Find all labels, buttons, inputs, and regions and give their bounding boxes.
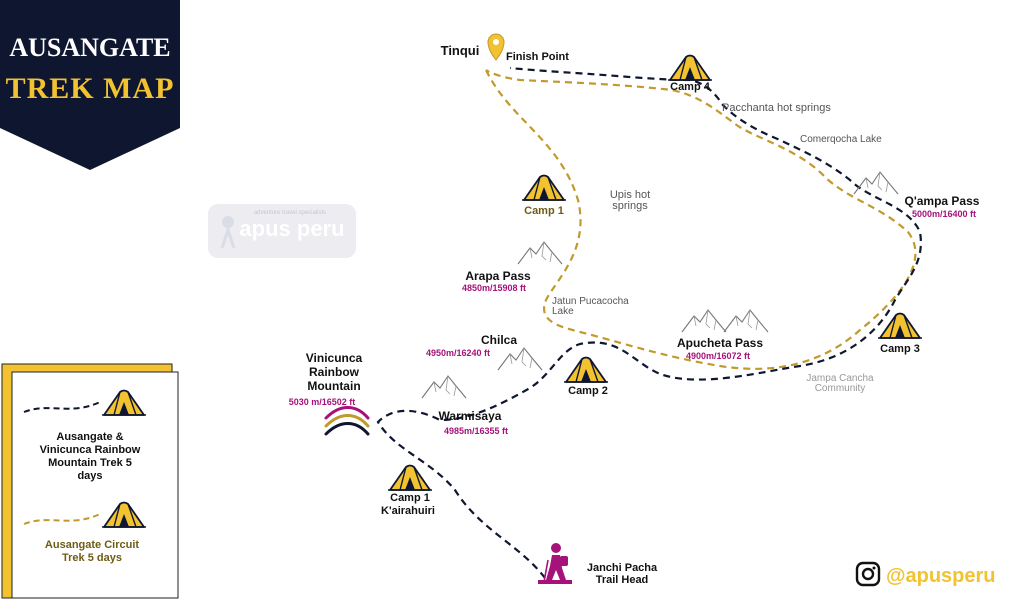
instagram-icon: [855, 561, 881, 587]
label-arapa-pass: Arapa Pass: [465, 269, 531, 283]
label-vinicunca-3: Mountain: [307, 379, 360, 393]
watermark-tagline: adventure travel specialists: [254, 210, 326, 216]
legend-black-3: Mountain Trek 5: [48, 457, 132, 469]
label-camp1-circuit: Camp 1: [524, 205, 564, 217]
label-jampa-2: Community: [815, 383, 866, 394]
social-handle[interactable]: @apusperu: [855, 561, 996, 587]
label-camp4: Camp 4: [670, 81, 711, 93]
tent-icon-camp3: [877, 312, 923, 339]
legend-gold-2: Trek 5 days: [62, 552, 122, 564]
label-chilca-altitude: 4950m/16240 ft: [426, 348, 490, 358]
hiker-icon: [538, 543, 572, 584]
label-apucheta-altitude: 4900m/16072 ft: [686, 351, 750, 361]
tent-icon-camp1: [387, 464, 433, 491]
mountain-icon-apucheta-1: [681, 309, 727, 333]
mountain-icon-arapa: [517, 241, 563, 265]
label-janchi-2: Trail Head: [596, 574, 649, 586]
watermark-logo: adventure travel specialists apus peru: [208, 204, 356, 258]
label-chilca: Chilca: [481, 333, 517, 347]
label-kairahuiri: K'airahuiri: [381, 505, 435, 517]
label-finish-point: Finish Point: [506, 51, 569, 63]
label-vinicunca-1: Vinicunca: [306, 351, 363, 365]
instagram-handle[interactable]: @apusperu: [886, 565, 996, 587]
route-ausangate-circuit: [485, 69, 917, 370]
title-line-2: TREK MAP: [6, 72, 175, 105]
label-apucheta-pass: Apucheta Pass: [677, 336, 763, 350]
label-jatun-1: Jatun Pucacocha: [552, 296, 629, 307]
label-jampa-1: Jampa Cancha: [806, 373, 874, 384]
legend-gold-1: Ausangate Circuit: [45, 539, 139, 551]
label-camp2: Camp 2: [568, 385, 608, 397]
route-ausangate-vinicunca: [376, 66, 922, 579]
tent-icon-camp4: [667, 54, 713, 81]
mountain-icon-warmisaya: [421, 375, 467, 399]
title-line-1: AUSANGATE: [9, 33, 170, 62]
label-pacchanta: Pacchanta hot springs: [722, 102, 831, 114]
legend: Ausangate & Vinicunca Rainbow Mountain T…: [1, 363, 179, 599]
mountain-icon-qampa: [853, 171, 899, 195]
label-camp1: Camp 1: [390, 492, 430, 504]
label-warmisaya: Warmisaya: [439, 409, 502, 423]
legend-black-4: days: [77, 470, 102, 482]
legend-black-1: Ausangate &: [56, 431, 123, 443]
label-janchi-1: Janchi Pacha: [587, 562, 658, 574]
tent-icon-camp1-circuit: [521, 174, 567, 201]
legend-black-2: Vinicunca Rainbow: [40, 444, 141, 456]
finish-pin-icon: [487, 33, 505, 61]
label-comerqocha: Comerqocha Lake: [800, 134, 882, 145]
label-qampa-altitude: 5000m/16400 ft: [912, 209, 976, 219]
rainbow-mountain-icon: [324, 406, 370, 436]
label-warmisaya-altitude: 4985m/16355 ft: [444, 426, 508, 436]
mountain-icon-chilca: [497, 347, 543, 371]
mountain-icon-apucheta-2: [723, 309, 769, 333]
label-upis-2: springs: [612, 200, 648, 212]
label-vinicunca-altitude: 5030 m/16502 ft: [289, 397, 356, 407]
label-tinqui: Tinqui: [441, 43, 480, 58]
tent-icon-camp2: [563, 356, 609, 383]
label-vinicunca-2: Rainbow: [309, 365, 360, 379]
label-qampa-pass: Q'ampa Pass: [905, 194, 980, 208]
watermark-brand: apus peru: [239, 216, 344, 241]
label-upis-1: Upis hot: [610, 189, 650, 201]
label-arapa-altitude: 4850m/15908 ft: [462, 283, 526, 293]
label-jatun-2: Lake: [552, 306, 574, 317]
label-camp3: Camp 3: [880, 343, 920, 355]
title-banner: AUSANGATE TREK MAP: [0, 0, 180, 170]
